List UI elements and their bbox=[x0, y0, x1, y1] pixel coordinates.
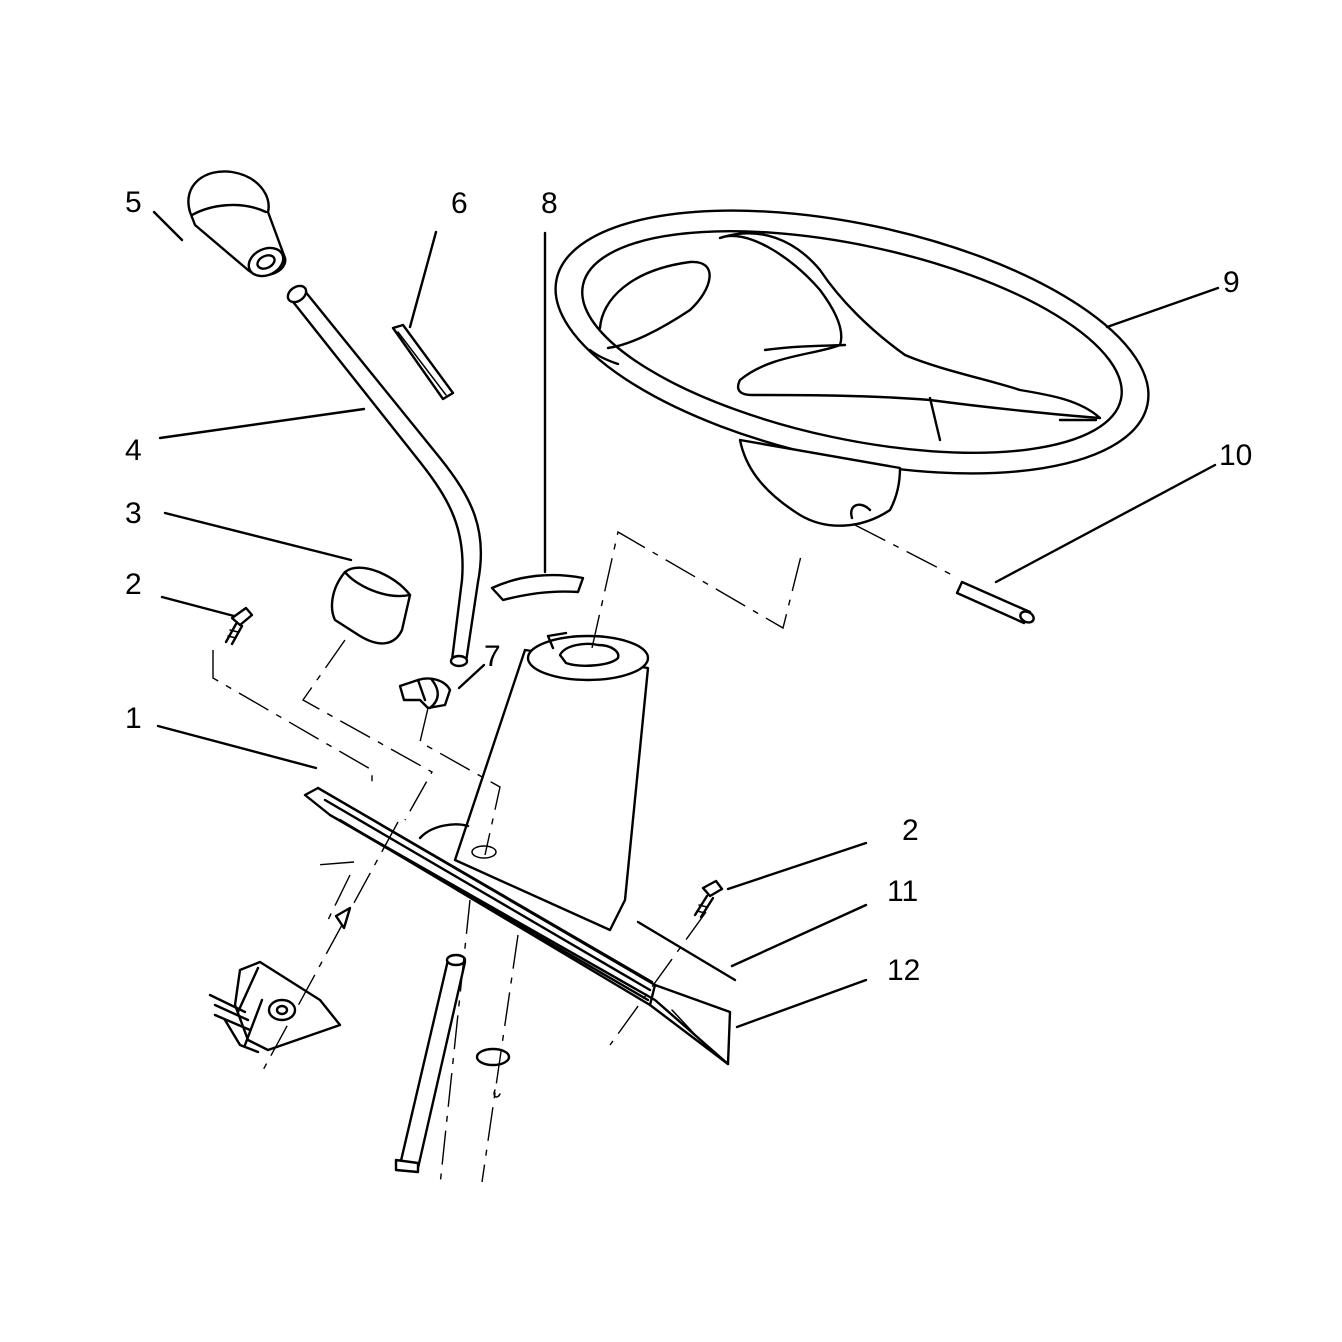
part-bushing bbox=[330, 566, 412, 645]
callout-12: 12 bbox=[887, 954, 920, 987]
callout-9: 9 bbox=[1223, 266, 1240, 299]
part-steering-wheel bbox=[554, 209, 1150, 527]
callout-10: 10 bbox=[1219, 439, 1252, 472]
part-small-decal bbox=[490, 573, 585, 602]
part-clip bbox=[398, 677, 452, 710]
part-dash-panel bbox=[303, 786, 732, 1066]
part-screw-upper bbox=[224, 606, 254, 646]
callout-11: 11 bbox=[887, 875, 918, 908]
callout-2-lower: 2 bbox=[902, 814, 919, 847]
callout-labels: 5 6 8 9 4 10 3 2 7 1 2 11 12 bbox=[125, 186, 1252, 987]
part-steering-column bbox=[418, 631, 650, 932]
leader-lines bbox=[152, 210, 1220, 1029]
callout-3: 3 bbox=[125, 497, 142, 530]
part-screw-lower bbox=[693, 879, 724, 919]
part-roll-pin bbox=[955, 580, 1035, 625]
callout-8: 8 bbox=[541, 187, 558, 220]
callout-2-upper: 2 bbox=[125, 568, 142, 601]
part-lower-shaft bbox=[394, 953, 511, 1174]
part-shift-lever bbox=[286, 284, 483, 668]
part-decal-strip bbox=[391, 323, 455, 401]
part-11-plate bbox=[636, 920, 737, 982]
part-knob bbox=[187, 170, 287, 278]
callout-5: 5 bbox=[125, 186, 142, 219]
part-lower-bracket bbox=[208, 960, 342, 1054]
callout-7: 7 bbox=[484, 640, 501, 673]
callout-6: 6 bbox=[451, 187, 468, 220]
arrow-marker bbox=[334, 906, 352, 930]
callout-4: 4 bbox=[125, 434, 142, 467]
assembly-center-lines bbox=[212, 524, 959, 1186]
callout-1: 1 bbox=[125, 702, 142, 735]
